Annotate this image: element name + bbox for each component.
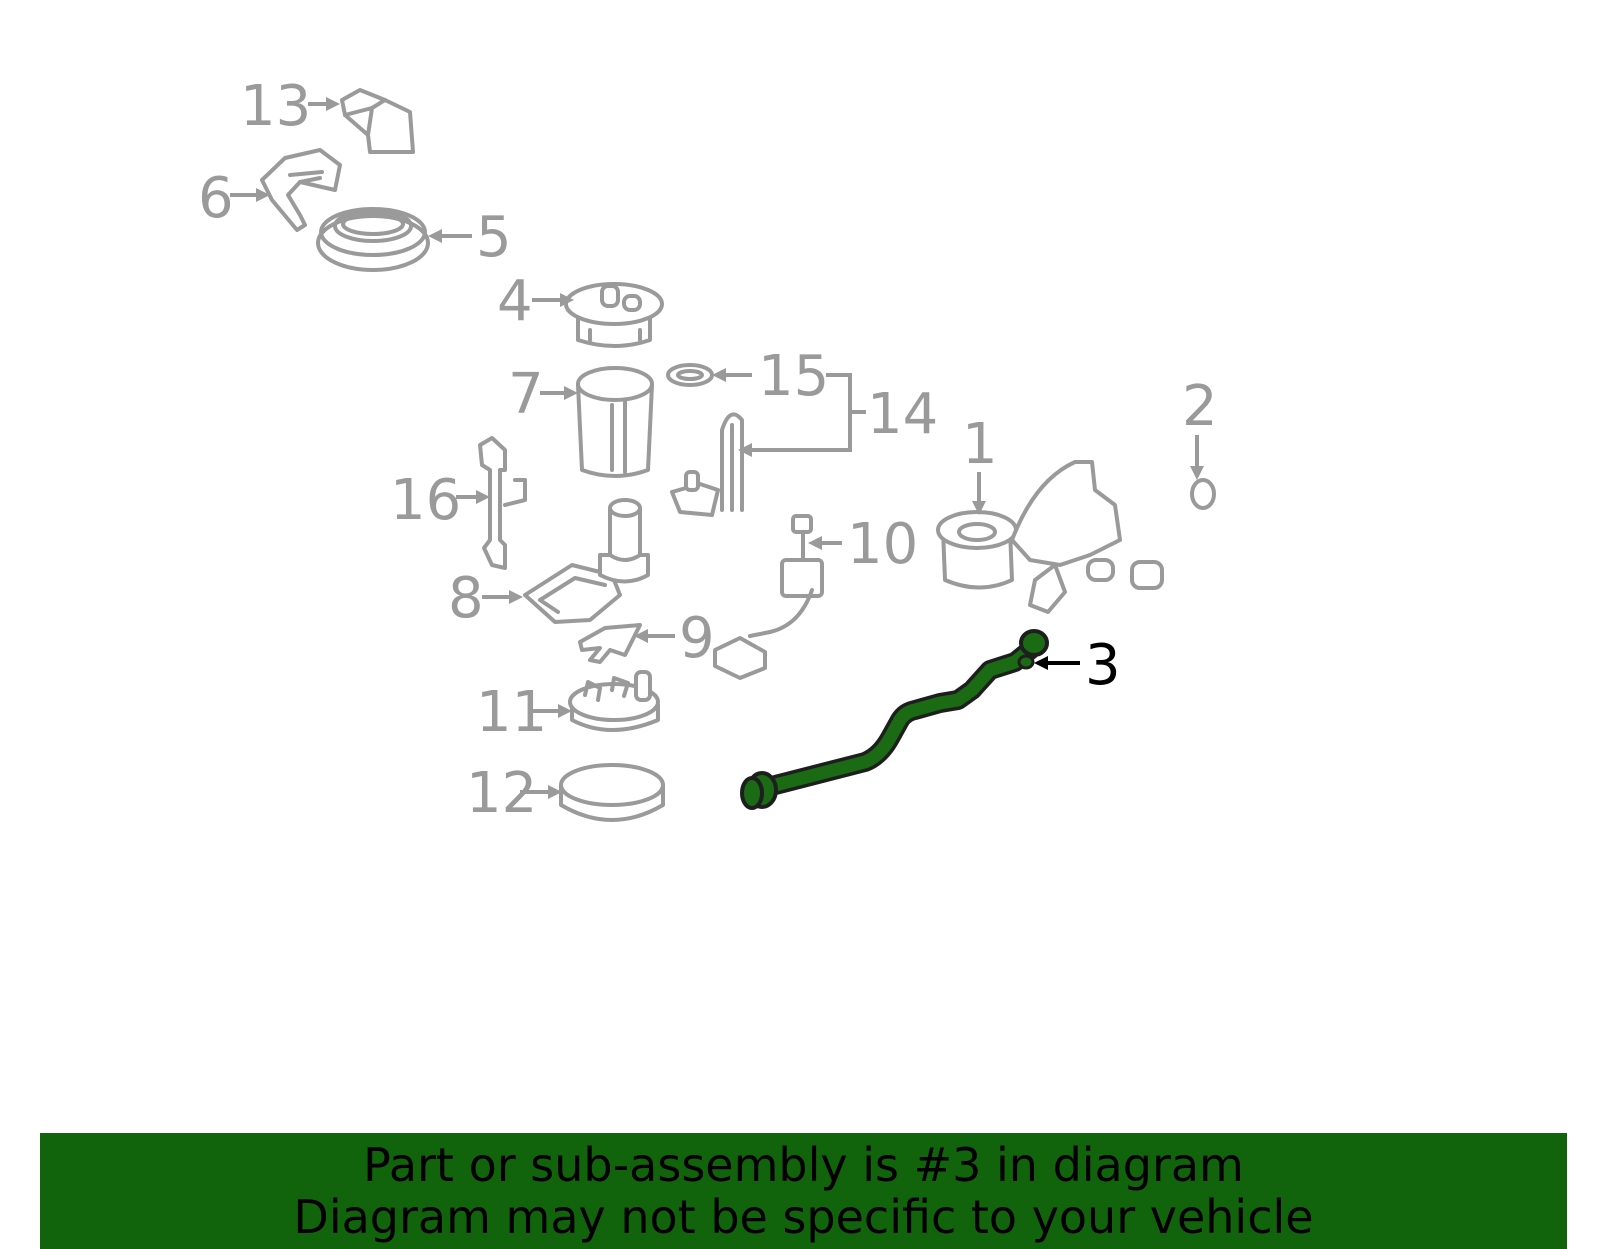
callout-3: 3 bbox=[1085, 633, 1121, 698]
callout-13: 13 bbox=[240, 74, 311, 139]
callout-10: 10 bbox=[847, 512, 918, 577]
part-7-pump-housing[interactable] bbox=[576, 366, 654, 478]
part-9-clip[interactable] bbox=[578, 623, 642, 664]
part-2-pipe[interactable] bbox=[1130, 478, 1216, 590]
part-3-hose-highlighted[interactable] bbox=[740, 629, 1049, 810]
callout-15: 15 bbox=[758, 344, 829, 409]
callout-2: 2 bbox=[1182, 374, 1218, 439]
callout-7: 7 bbox=[508, 362, 544, 427]
part-15-o-ring[interactable] bbox=[666, 363, 714, 387]
callout-16: 16 bbox=[390, 468, 461, 533]
callout-8: 8 bbox=[448, 566, 484, 631]
part-4-pump-cap[interactable] bbox=[564, 282, 664, 348]
part-1-filler-assembly[interactable] bbox=[936, 460, 1122, 614]
callout-9: 9 bbox=[679, 606, 715, 671]
banner-line-2: Diagram may not be specific to your vehi… bbox=[293, 1190, 1314, 1244]
part-11-retainer[interactable] bbox=[568, 670, 660, 732]
callout-5: 5 bbox=[476, 205, 512, 270]
part-5-lock-ring[interactable] bbox=[316, 207, 430, 272]
part-10-sensor[interactable] bbox=[713, 514, 824, 680]
callout-1: 1 bbox=[962, 412, 998, 477]
part-12-gasket[interactable] bbox=[559, 763, 665, 822]
part-14-hose[interactable] bbox=[670, 412, 744, 517]
callout-14: 14 bbox=[867, 382, 938, 447]
part-16-sender[interactable] bbox=[478, 436, 527, 570]
part-6-bracket[interactable] bbox=[260, 148, 342, 232]
callout-6: 6 bbox=[198, 166, 234, 231]
part-13-connector[interactable] bbox=[340, 88, 415, 154]
info-banner: Part or sub-assembly is #3 in diagram Di… bbox=[40, 1133, 1567, 1249]
callout-4: 4 bbox=[497, 269, 533, 334]
banner-line-1: Part or sub-assembly is #3 in diagram bbox=[363, 1138, 1244, 1192]
part-8-regulator[interactable] bbox=[523, 498, 650, 624]
